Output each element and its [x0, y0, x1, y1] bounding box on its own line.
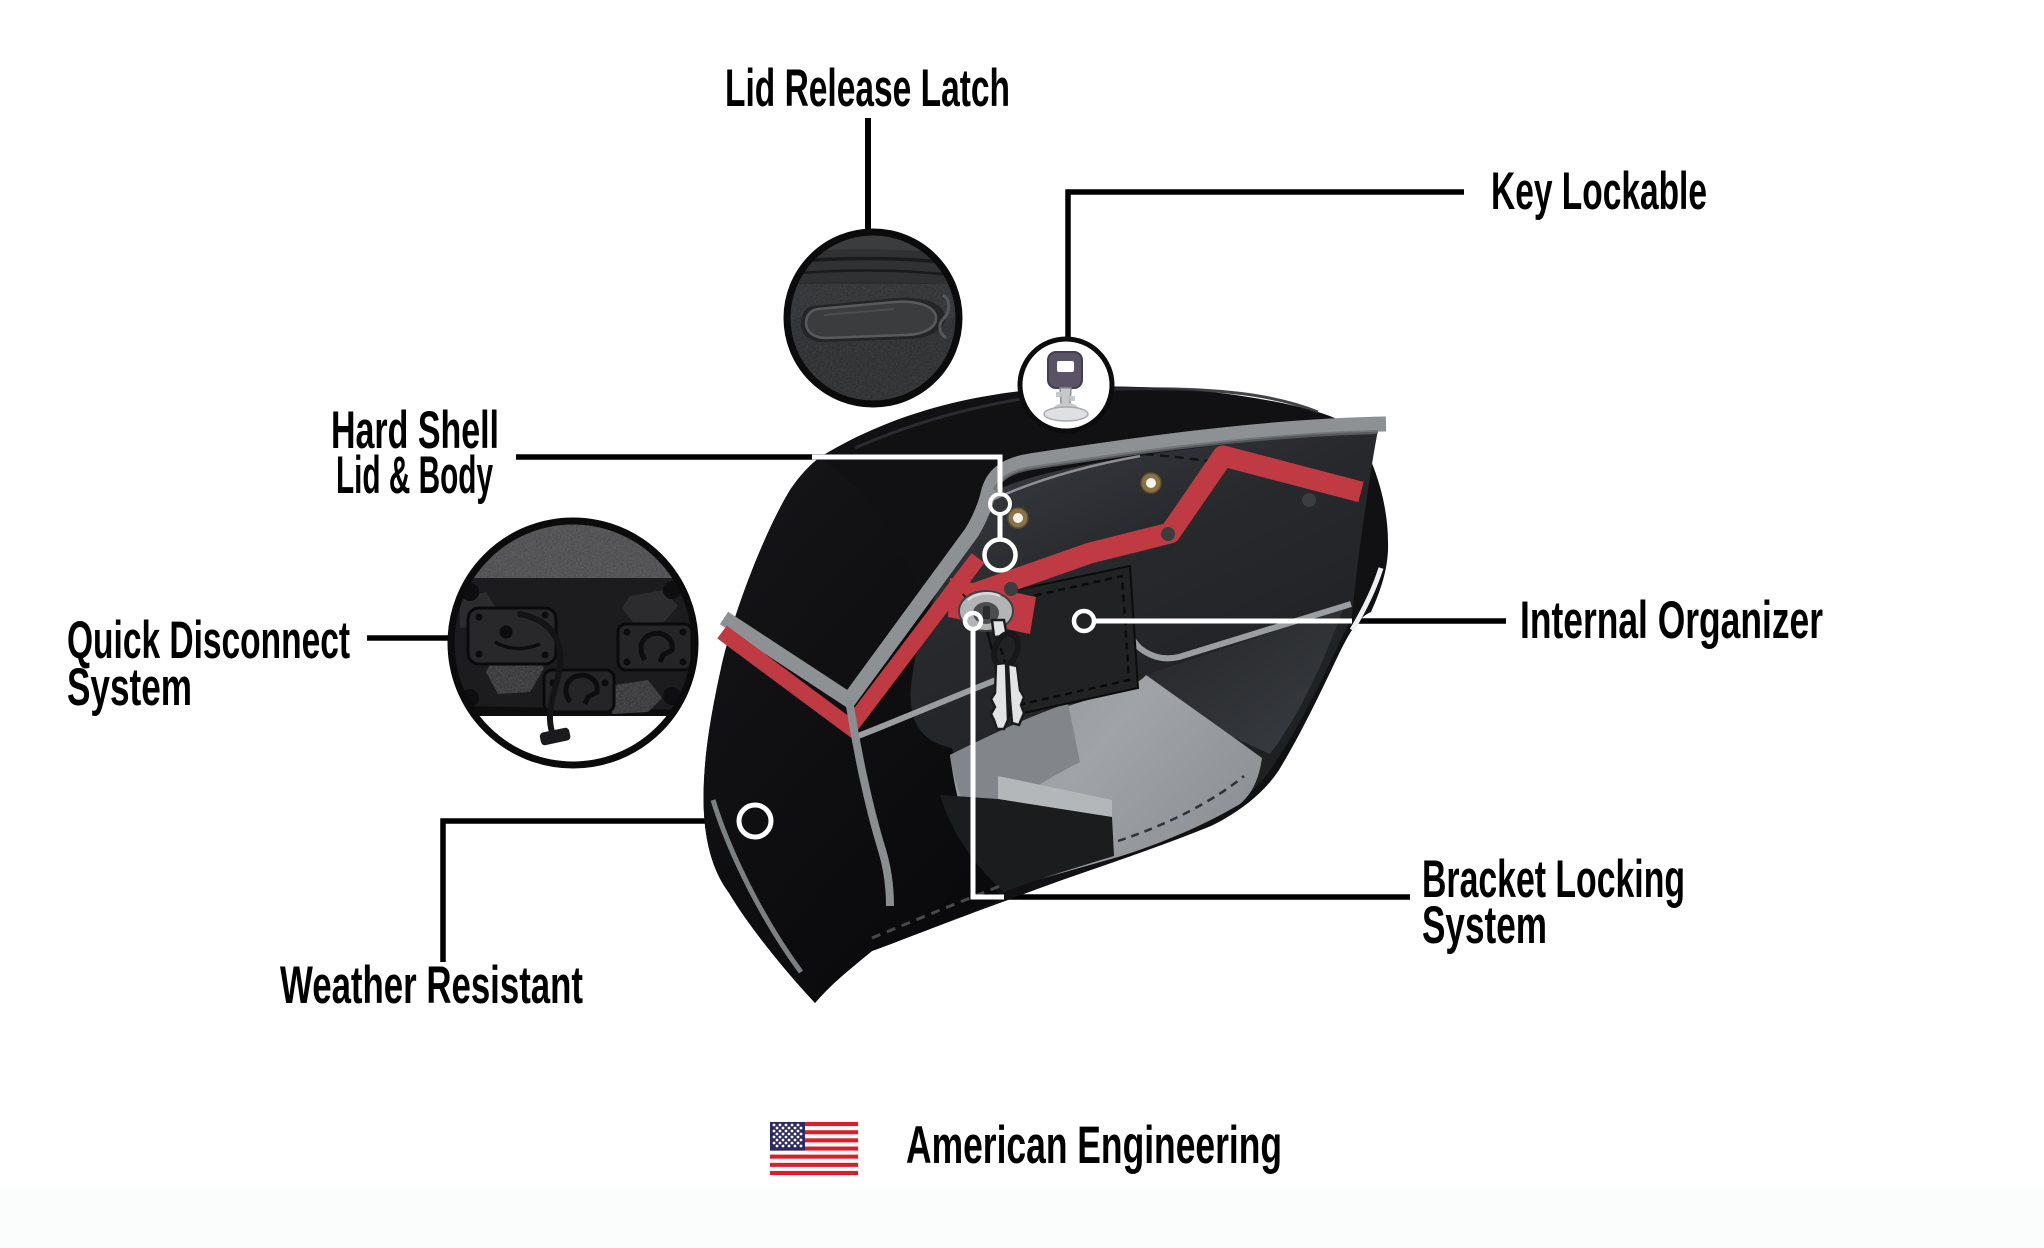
svg-text:Lid & Body: Lid & Body — [336, 446, 493, 505]
svg-text:Weather Resistant: Weather Resistant — [280, 956, 583, 1015]
svg-text:Quick Disconnect: Quick Disconnect — [67, 611, 350, 670]
svg-text:Key Lockable: Key Lockable — [1491, 162, 1707, 221]
svg-text:Hard Shell: Hard Shell — [331, 401, 499, 460]
svg-text:Lid Release Latch: Lid Release Latch — [725, 59, 1010, 118]
svg-text:System: System — [1422, 896, 1547, 955]
svg-text:Internal Organizer: Internal Organizer — [1520, 591, 1823, 650]
svg-text:American Engineering: American Engineering — [906, 1116, 1282, 1175]
svg-text:System: System — [67, 658, 192, 717]
svg-text:Bracket Locking: Bracket Locking — [1422, 850, 1685, 909]
